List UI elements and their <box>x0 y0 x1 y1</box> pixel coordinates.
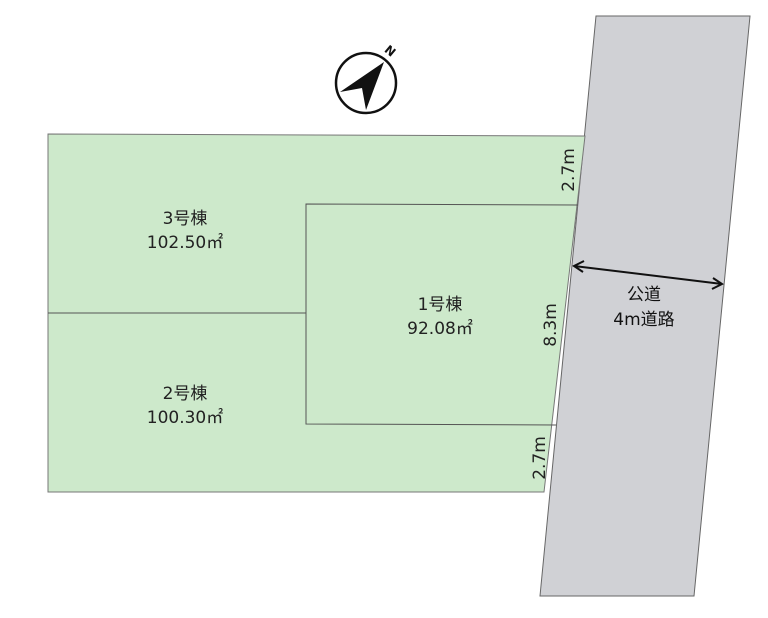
dimension-bottom: 2.7m <box>530 436 550 480</box>
road-label-line2: 4m道路 <box>613 310 674 330</box>
lot3-name: 3号棟 <box>163 209 208 229</box>
lot1-name: 1号棟 <box>418 295 463 315</box>
dimension-top: 2.7m <box>559 148 579 192</box>
dimension-middle: 8.3m <box>541 303 561 347</box>
road-width-arrow <box>572 260 724 290</box>
lot2-area: 100.30㎡ <box>147 408 223 428</box>
lot3-area: 102.50㎡ <box>147 233 223 253</box>
north-label: N <box>382 42 399 59</box>
lot1-area: 92.08㎡ <box>407 319 473 339</box>
public-road <box>539 15 751 597</box>
land-parcel <box>47 133 586 493</box>
road-label-line1: 公道 <box>627 285 661 305</box>
lot2-name: 2号棟 <box>163 384 208 404</box>
compass: N <box>334 42 399 115</box>
lot1-boundary <box>305 203 579 426</box>
north-arrow-icon <box>340 62 384 110</box>
